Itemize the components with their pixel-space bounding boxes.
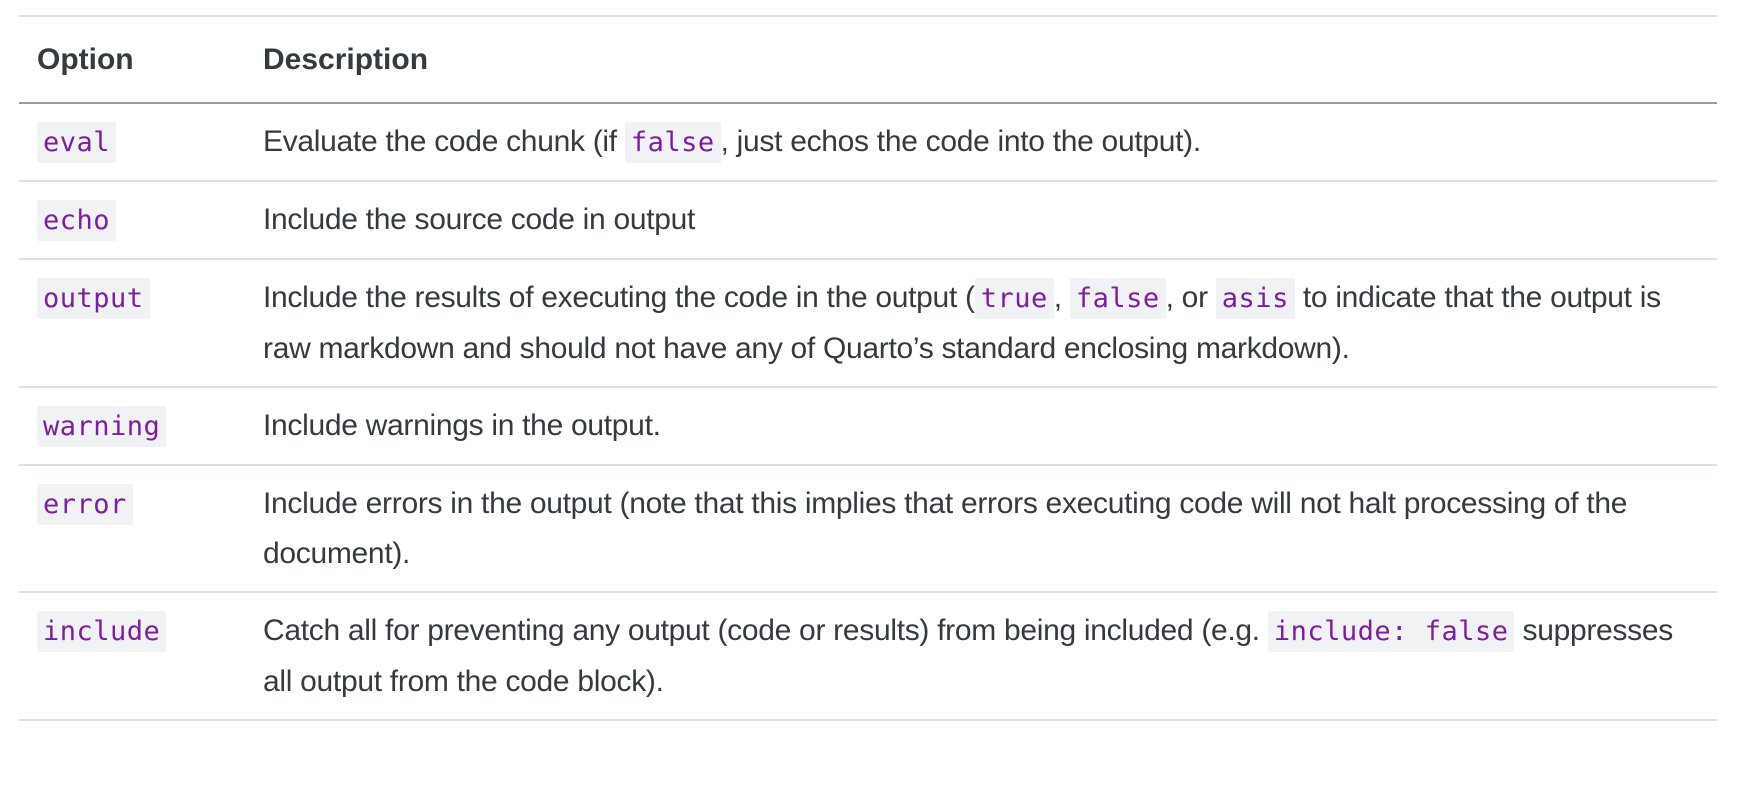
table-row: include Catch all for preventing any out… (19, 592, 1717, 721)
header-description: Description (245, 16, 1717, 104)
option-cell: eval (19, 103, 245, 182)
description-text: suppresses all output from the code bloc… (263, 614, 1673, 698)
description-cell: Catch all for preventing any output (cod… (245, 592, 1717, 721)
inline-code: true (974, 278, 1054, 319)
description-text: Catch all for preventing any output (cod… (263, 614, 1268, 647)
option-cell: echo (19, 181, 245, 260)
description-text: to indicate that the output is raw markd… (263, 281, 1661, 365)
description-text: Include the results of executing the cod… (263, 281, 975, 314)
option-code-echo: echo (37, 200, 117, 241)
inline-code: false (624, 122, 721, 163)
table-row: output Include the results of executing … (19, 259, 1717, 388)
description-cell: Include warnings in the output. (245, 387, 1717, 466)
inline-code: asis (1215, 278, 1295, 319)
inline-code: include: false (1267, 611, 1515, 652)
option-code-output: output (37, 278, 150, 319)
description-cell: Include the source code in output (245, 181, 1717, 260)
option-cell: error (19, 465, 245, 593)
description-text: , just echos the code into the output). (720, 125, 1202, 158)
inline-code: false (1069, 278, 1166, 319)
header-option: Option (19, 16, 245, 104)
table-header: Option Description (19, 16, 1717, 104)
option-code-eval: eval (37, 122, 117, 163)
option-cell: include (19, 592, 245, 721)
table-row: eval Evaluate the code chunk (if false, … (19, 103, 1717, 182)
chunk-options-table: Option Description eval Evaluate the cod… (19, 15, 1717, 721)
description-text: , or (1165, 281, 1216, 314)
description-text: Include warnings in the output. (263, 409, 661, 442)
description-cell: Include the results of executing the cod… (245, 259, 1717, 388)
description-cell: Evaluate the code chunk (if false, just … (245, 103, 1717, 182)
option-code-warning: warning (37, 406, 167, 447)
description-text: Include the source code in output (263, 203, 696, 236)
option-code-include: include (37, 611, 167, 652)
table-row: warning Include warnings in the output. (19, 387, 1717, 466)
options-table-container: Option Description eval Evaluate the cod… (19, 15, 1717, 721)
table-row: echo Include the source code in output (19, 181, 1717, 260)
option-cell: warning (19, 387, 245, 466)
description-text: Include errors in the output (note that … (263, 487, 1628, 570)
option-cell: output (19, 259, 245, 388)
table-body: eval Evaluate the code chunk (if false, … (19, 103, 1717, 721)
table-row: error Include errors in the output (note… (19, 465, 1717, 593)
description-text: , (1053, 281, 1070, 314)
description-text: Evaluate the code chunk (if (263, 125, 625, 158)
description-cell: Include errors in the output (note that … (245, 465, 1717, 593)
option-code-error: error (37, 484, 133, 525)
header-row: Option Description (19, 16, 1717, 104)
